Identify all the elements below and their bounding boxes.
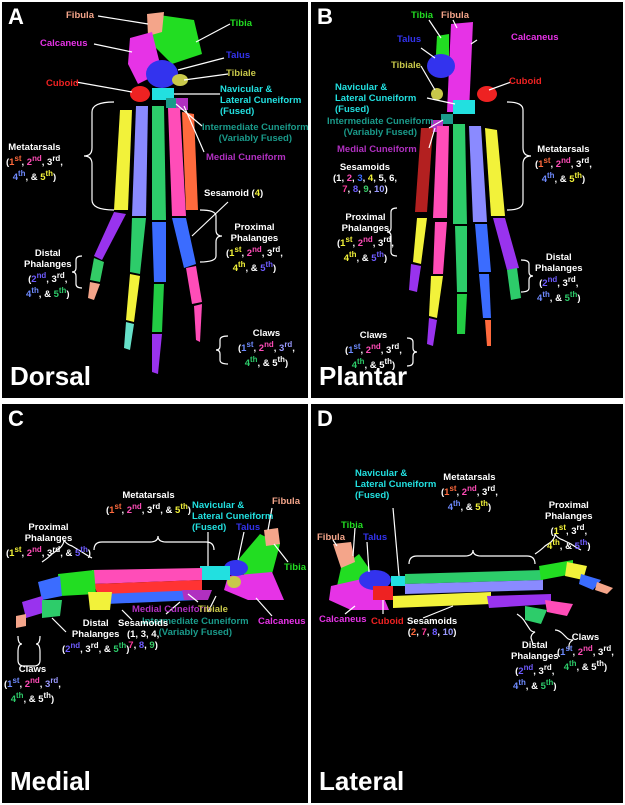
sesamoids-label: Sesamoids (1, 3, 4, 7, 8, 9) [118,618,169,651]
cuboid-label: Cuboid [371,616,404,627]
medial-cuneiform-label: Medial Cuneiform [132,604,212,615]
view-title: Lateral [319,766,405,796]
metatarsals-label: Metatarsals (1st, 2nd, 3rd, 4th, & 5th) [441,472,498,514]
panel-letter: D [317,406,333,431]
view-title: Dorsal [10,361,91,391]
tibia-label: Tibia [411,10,433,21]
panel-letter: A [8,4,24,29]
panel-lateral: D Navicular &Lateral Cuneiform(Fused) Me… [311,404,623,803]
tibiale-label: Tibiale [226,68,256,79]
cuboid-label: Cuboid [46,78,79,89]
panel-dorsal: A Fibula Tibia Calcaneus Talus Tibiale C… [2,2,308,398]
sesamoids-label: Sesamoids (1, 2, 3, 4, 5, 6, 7, 8, 9, 10… [333,162,397,195]
tibia-label: Tibia [230,18,252,29]
navicular-label: Navicular &Lateral Cuneiform(Fused) [335,82,417,115]
view-title: Medial [10,766,91,796]
tibiale-label: Tibiale [198,604,228,615]
talus-label: Talus [397,34,422,45]
sesamoids-label: Sesamoids (2, 7, 8, 10) [407,616,458,638]
metatarsals-label: Metatarsals (1st, 2nd, 3rd, & 5th) [106,490,191,517]
panel-letter: C [8,406,24,431]
lateral-foot-illustration [329,507,613,650]
panel-letter: B [317,4,333,29]
talus-label: Talus [226,50,251,61]
claws-label: Claws (1st, 2nd, 3rd, 4th, & 5th) [238,328,295,370]
calcaneus-label: Calcaneus [511,32,559,43]
calcaneus-label: Calcaneus [319,614,367,625]
claws-label: Claws (1st, 2nd, 3rd, 4th, & 5th) [4,664,61,706]
sesamoid-label: Sesamoid (4) [204,188,264,199]
claws-label: Claws (1st, 2nd, 3rd, 4th, & 5th) [557,632,614,674]
fibula-label: Fibula [66,10,94,21]
fibula-label: Fibula [441,10,469,21]
intermediate-cuneiform-label: Intermediate Cuneiform(Variably Fused) [202,122,308,144]
fibula-label: Fibula [317,532,345,543]
claws-label: Claws (1st, 2nd, 3rd, 4th, & 5th) [345,330,402,372]
plantar-foot-illustration [386,19,534,367]
intermediate-cuneiform-label: Intermediate Cuneiform(Variably Fused) [327,116,434,138]
cuboid-label: Cuboid [509,76,542,87]
navicular-label: Navicular &Lateral Cuneiform(Fused) [355,468,437,501]
fibula-label: Fibula [272,496,300,507]
calcaneus-label: Calcaneus [40,38,88,49]
panel-plantar: B Tibia Fibula Talus Calcaneus Tibiale C… [311,2,623,398]
talus-label: Talus [363,532,388,543]
panel-medial: C Metatarsals (1st, 2nd, 3rd, & 5th) Nav… [2,404,308,803]
tibiale-label: Tibiale [391,60,421,71]
metatarsals-label: Metatarsals (1st, 2nd, 3rd, 4th, & 5th) [6,142,63,184]
medial-cuneiform-label: Medial Cuneiform [206,152,286,163]
medial-foot-illustration [16,507,289,667]
intermediate-cuneiform-label: Intermediate Cuneiform(Variably Fused) [142,616,249,638]
navicular-label: Navicular &Lateral Cuneiform(Fused) [192,500,274,533]
dorsal-foot-illustration [71,12,231,374]
tibia-label: Tibia [341,520,363,531]
talus-label: Talus [236,522,261,533]
tibia-label: Tibia [284,562,306,573]
medial-cuneiform-label: Medial Cuneiform [337,144,417,155]
metatarsals-label: Metatarsals (1st, 2nd, 3rd, 4th, & 5th) [535,144,592,186]
view-title: Plantar [319,361,408,391]
calcaneus-label: Calcaneus [258,616,306,627]
navicular-label: Navicular &Lateral Cuneiform(Fused) [220,84,302,117]
